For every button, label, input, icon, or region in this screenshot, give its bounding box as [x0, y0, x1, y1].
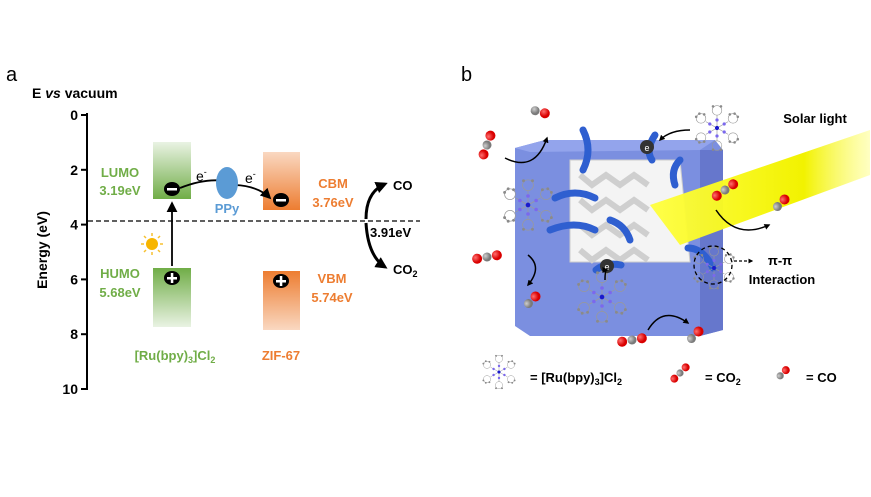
- pi-pi-label: π-π: [768, 253, 792, 268]
- zif67-label: ZIF-67: [262, 348, 300, 363]
- ppy-label: PPy: [215, 201, 240, 216]
- redox-value: 3.91eV: [370, 225, 412, 240]
- y-tick-label: 6: [70, 271, 78, 287]
- legend-co-label: = CO: [806, 370, 837, 385]
- y-tick-label: 4: [70, 217, 78, 233]
- cbm-value: 3.76eV: [312, 195, 354, 210]
- legend-co2-label: = CO2: [705, 370, 741, 387]
- chart-title: E vs vacuum: [32, 85, 118, 101]
- interaction-label: Interaction: [749, 272, 816, 287]
- electron-label-2: e-: [245, 169, 256, 186]
- y-tick-label: 10: [62, 381, 78, 397]
- co2-molecule: [477, 129, 497, 161]
- solar-light-beam: [650, 130, 870, 245]
- solar-light-label: Solar light: [783, 111, 847, 126]
- zif67-cube: [515, 126, 723, 336]
- y-tick-label: 2: [70, 162, 78, 178]
- y-axis-label: Energy (eV): [34, 211, 50, 289]
- sun-icon: [141, 233, 163, 255]
- y-tick-label: 0: [70, 107, 78, 123]
- co-molecule: [529, 104, 551, 120]
- co2-label: CO2: [393, 262, 418, 279]
- panel-b-label: b: [461, 64, 472, 86]
- legend-ru-icon: [482, 354, 516, 390]
- plus-icon: [273, 274, 289, 288]
- legend-co-icon: [774, 364, 792, 382]
- reduction-arrow-down: [364, 222, 388, 269]
- minus-icon: [273, 193, 289, 207]
- y-tick-label: 8: [70, 326, 78, 342]
- svg-text:e: e: [604, 262, 609, 272]
- cbm-label: CBM: [318, 176, 348, 191]
- vbm-label: VBM: [318, 271, 347, 286]
- humo-label: HUMO: [100, 266, 140, 281]
- legend-co2-icon: [668, 361, 692, 385]
- legend-ru-label: = [Ru(bpy)3]Cl2: [530, 370, 622, 387]
- svg-text:e: e: [644, 143, 649, 153]
- co2-molecule: [471, 249, 503, 265]
- lumo-label: LUMO: [101, 165, 139, 180]
- framework-pores: [578, 171, 650, 264]
- electron-label-1: e-: [196, 167, 207, 184]
- ppy-icon: [216, 167, 238, 199]
- electron-transfer-arrow-2: [234, 184, 272, 200]
- ru-complex-label: [Ru(bpy)3]Cl2: [135, 348, 216, 365]
- conversion-arrows: [504, 129, 771, 331]
- co-label: CO: [393, 178, 413, 193]
- electron-icon: e: [640, 140, 654, 154]
- humo-value: 5.68eV: [99, 285, 141, 300]
- plus-icon: [164, 271, 180, 285]
- panel-b: b Solar light e e: [461, 64, 870, 390]
- reduction-arrow-up: [364, 181, 388, 220]
- minus-icon: [164, 182, 180, 196]
- vbm-value: 5.74eV: [311, 290, 353, 305]
- electron-icon: e: [600, 259, 614, 273]
- pi-pi-interaction-circle: [693, 245, 733, 285]
- panel-a: a E vs vacuum Energy (eV) 0 2 4 6 8 10 LUMO 3…: [6, 64, 420, 397]
- panel-a-label: a: [6, 64, 18, 86]
- lumo-value: 3.19eV: [99, 183, 141, 198]
